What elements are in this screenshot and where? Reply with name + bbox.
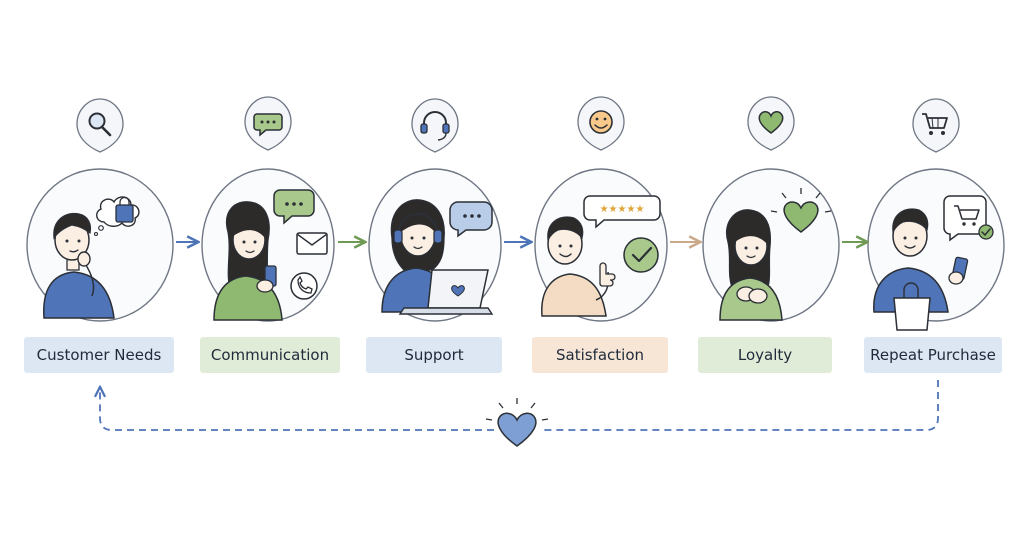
pin-chat-bubble-icon: [244, 96, 292, 151]
scene-circle-repeat-purchase: [867, 168, 1005, 331]
pin-magnifier-icon: [76, 98, 124, 153]
step-label-satisfaction: Satisfaction: [532, 337, 668, 373]
loop-path-right: [540, 380, 939, 431]
step-label-repeat-purchase: Repeat Purchase: [864, 337, 1002, 373]
pin-smiley-icon: [577, 96, 625, 151]
step-label-support: Support: [366, 337, 502, 373]
scene-circle-loyalty: [702, 168, 840, 322]
scene-circle-customer-needs: [26, 168, 174, 322]
step-label-loyalty: Loyalty: [698, 337, 832, 373]
step-label-communication: Communication: [200, 337, 340, 373]
pin-headset-icon: [411, 98, 459, 153]
review-stars: ★★★★★: [600, 204, 645, 215]
step-label-customer-needs: Customer Needs: [24, 337, 174, 373]
pin-heart-icon: [747, 96, 795, 151]
loop-path-left: [100, 388, 494, 431]
pin-shopping-cart-icon: [912, 98, 960, 153]
scene-circle-satisfaction: ★★★★★: [534, 168, 668, 322]
scene-circle-support: [368, 168, 502, 322]
loop-heart-icon: [485, 398, 549, 447]
scene-circle-communication: [201, 168, 335, 322]
